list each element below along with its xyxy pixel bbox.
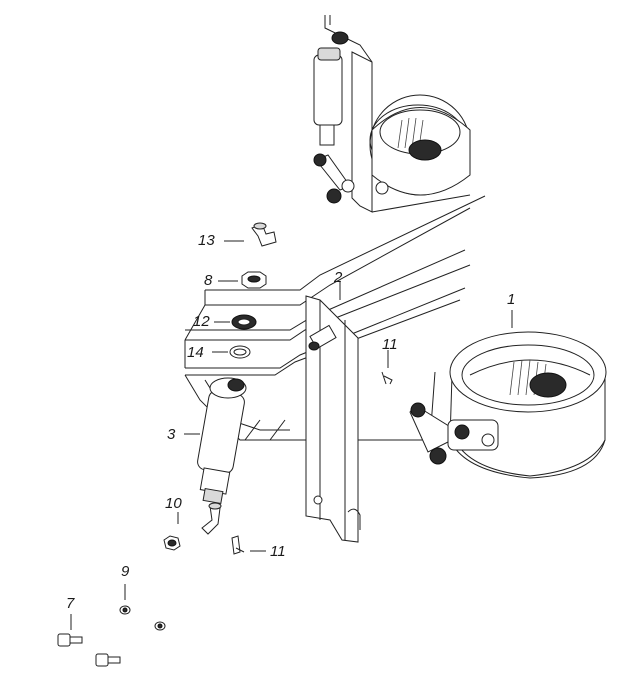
part-8-nut xyxy=(218,271,267,289)
part-11-pin-lower xyxy=(231,535,266,555)
part-14-oring xyxy=(212,345,251,359)
part-10-hose xyxy=(177,502,222,535)
part-9-washer xyxy=(119,584,166,631)
part-7-bolts xyxy=(57,614,121,667)
part-1-drum xyxy=(409,310,607,479)
part-12-washer xyxy=(214,314,257,330)
assembled-view-top xyxy=(313,15,471,213)
callout-11-upper: 11 xyxy=(382,336,398,353)
callout-14: 14 xyxy=(187,344,204,361)
part-3-shock-absorber xyxy=(184,377,247,505)
callout-8: 8 xyxy=(204,272,213,289)
part-13-elbow xyxy=(224,222,277,247)
callout-13: 13 xyxy=(198,232,215,249)
callout-11-lower: 11 xyxy=(270,543,286,560)
callout-10: 10 xyxy=(165,495,182,512)
callout-1: 1 xyxy=(507,291,516,308)
callout-2: 2 xyxy=(334,269,343,286)
callout-7: 7 xyxy=(66,595,75,612)
part-2-bracket xyxy=(305,282,361,543)
nut-lower xyxy=(163,535,181,551)
part-11-pin-upper xyxy=(381,350,393,385)
callout-9: 9 xyxy=(121,563,130,580)
callout-12: 12 xyxy=(193,313,210,330)
callout-3: 3 xyxy=(167,426,176,443)
